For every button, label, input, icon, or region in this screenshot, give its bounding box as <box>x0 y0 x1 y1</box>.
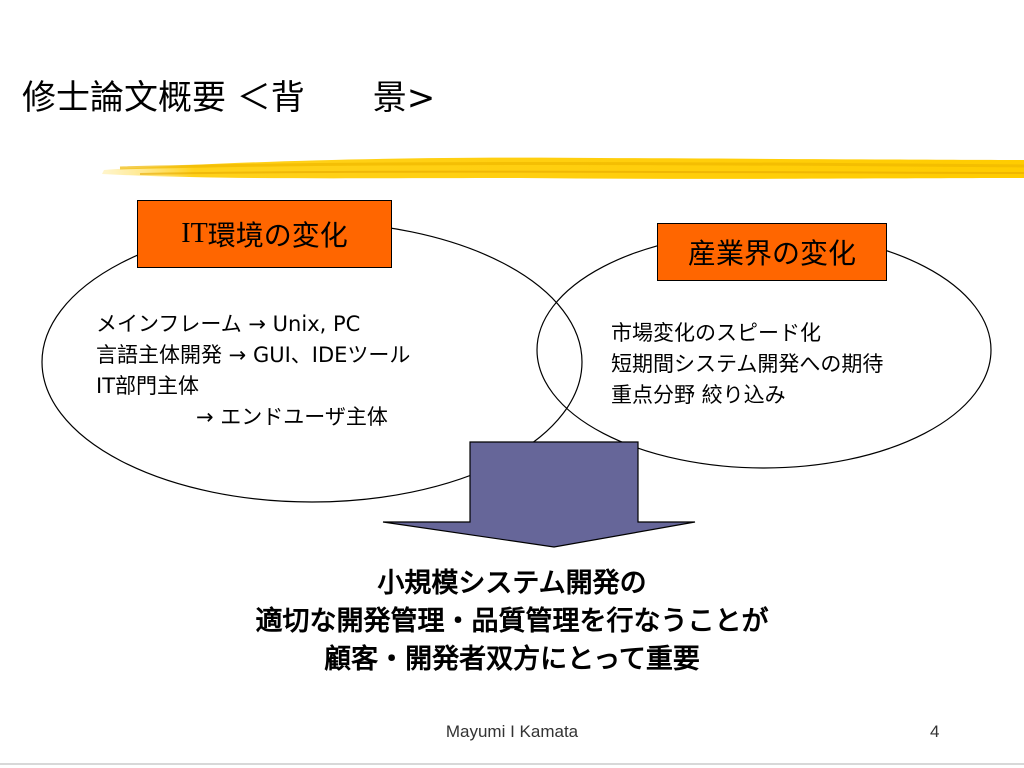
footer-author: Mayumi I Kamata <box>445 722 579 741</box>
slide-title: 修士論文概要 ＜背 景> <box>22 78 436 118</box>
it-change-list: メインフレーム → Unix, PC 言語主体開発 → GUI、IDEツール I… <box>96 309 410 433</box>
title-highlight-stroke <box>102 157 1024 179</box>
list-item: 市場変化のスピード化 <box>611 321 821 345</box>
it-box-label: 環境の変化 <box>207 219 348 252</box>
industry-change-box: 産業界の変化 <box>657 223 887 281</box>
page-number: 4 <box>930 722 940 741</box>
list-item: メインフレーム → Unix, PC <box>96 312 361 336</box>
industry-change-list: 市場変化のスピード化 短期間システム開発への期待 重点分野 絞り込み <box>611 318 883 411</box>
list-item: 短期間システム開発への期待 <box>611 352 884 376</box>
list-item: 言語主体開発 → GUI、IDEツール <box>96 343 411 367</box>
down-arrow <box>382 441 696 548</box>
list-item: IT部門主体 <box>96 374 200 398</box>
conclusion-text: 小規模システム開発の 適切な開発管理・品質管理を行なうことが 顧客・開発者双方に… <box>0 565 1024 679</box>
conclusion-line: 小規模システム開発の <box>377 568 647 599</box>
list-item: 重点分野 絞り込み <box>611 383 786 407</box>
it-box-prefix: IT <box>181 218 208 249</box>
footer-rule <box>0 763 1024 765</box>
conclusion-line: 顧客・開発者双方にとって重要 <box>324 644 700 675</box>
conclusion-line: 適切な開発管理・品質管理を行なうことが <box>255 606 769 637</box>
list-item: → エンドユーザ主体 <box>196 405 388 429</box>
